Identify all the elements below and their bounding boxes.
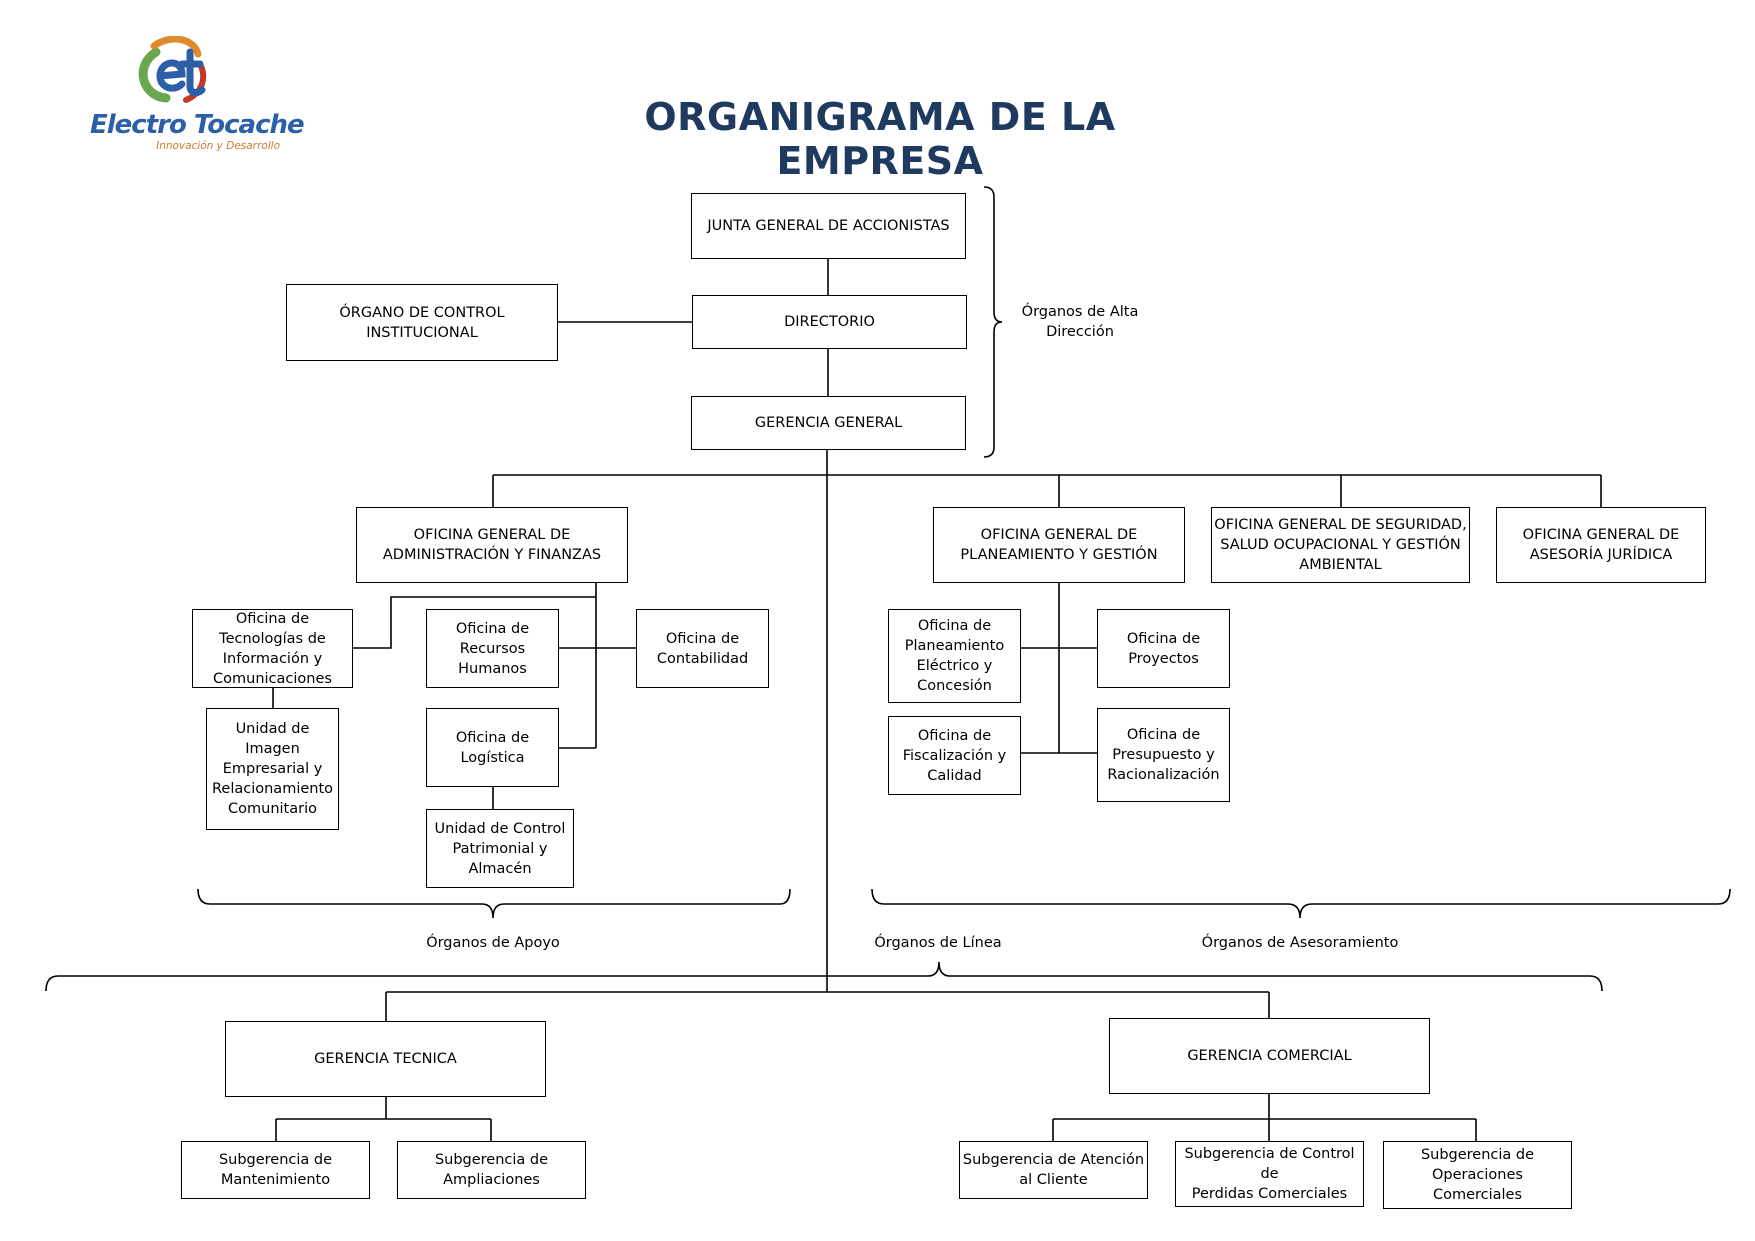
label-organos-linea: Órganos de Línea: [874, 935, 1002, 951]
node-sub-ampliaciones: Subgerencia de Ampliaciones: [397, 1141, 586, 1199]
node-control-institucional: ÓRGANO DE CONTROL INSTITUCIONAL: [286, 284, 558, 361]
label-organos-apoyo: Órganos de Apoyo: [426, 935, 560, 951]
node-asesoria-juridica: OFICINA GENERAL DE ASESORÍA JURÍDICA: [1496, 507, 1706, 583]
logo-name: Electro Tocache: [90, 110, 305, 140]
node-sub-perdidas: Subgerencia de Control de Perdidas Comer…: [1175, 1141, 1364, 1207]
node-directorio: DIRECTORIO: [692, 295, 967, 349]
node-proyectos: Oficina de Proyectos: [1097, 609, 1230, 688]
node-planeamiento-gestion: OFICINA GENERAL DE PLANEAMIENTO Y GESTIÓ…: [933, 507, 1185, 583]
node-logistica: Oficina de Logística: [426, 708, 559, 787]
node-recursos-humanos: Oficina de Recursos Humanos: [426, 609, 559, 688]
node-contabilidad: Oficina de Contabilidad: [636, 609, 769, 688]
logo-tagline: Innovación y Desarrollo: [156, 140, 280, 152]
node-presupuesto: Oficina de Presupuesto y Racionalización: [1097, 708, 1230, 802]
node-junta-general: JUNTA GENERAL DE ACCIONISTAS: [691, 193, 966, 259]
et-logo-icon: [138, 36, 207, 103]
node-control-patrimonial: Unidad de Control Patrimonial y Almacén: [426, 809, 574, 888]
node-imagen: Unidad de Imagen Empresarial y Relaciona…: [206, 708, 339, 830]
node-gerencia-general: GERENCIA GENERAL: [691, 396, 966, 450]
node-gerencia-comercial: GERENCIA COMERCIAL: [1109, 1018, 1430, 1094]
node-planeamiento-electrico: Oficina de Planeamiento Eléctrico y Conc…: [888, 609, 1021, 703]
node-gerencia-tecnica: GERENCIA TECNICA: [225, 1021, 546, 1097]
label-organos-asesoramiento: Órganos de Asesoramiento: [1201, 935, 1399, 951]
node-sub-atencion: Subgerencia de Atención al Cliente: [959, 1141, 1148, 1199]
page-title: ORGANIGRAMA DE LA EMPRESA: [644, 95, 1116, 183]
node-fiscalizacion: Oficina de Fiscalización y Calidad: [888, 716, 1021, 795]
node-sub-operaciones: Subgerencia de Operaciones Comerciales: [1383, 1141, 1572, 1209]
company-logo: Electro Tocache Innovación y Desarrollo: [90, 36, 305, 156]
label-alta-direccion: Órganos de Alta Dirección: [1021, 304, 1139, 340]
node-sub-mantenimiento: Subgerencia de Mantenimiento: [181, 1141, 370, 1199]
node-seguridad: OFICINA GENERAL DE SEGURIDAD, SALUD OCUP…: [1211, 507, 1470, 583]
node-admin-finanzas: OFICINA GENERAL DE ADMINISTRACIÓN Y FINA…: [356, 507, 628, 583]
node-tecnologias: Oficina de Tecnologías de Información y …: [192, 609, 353, 688]
